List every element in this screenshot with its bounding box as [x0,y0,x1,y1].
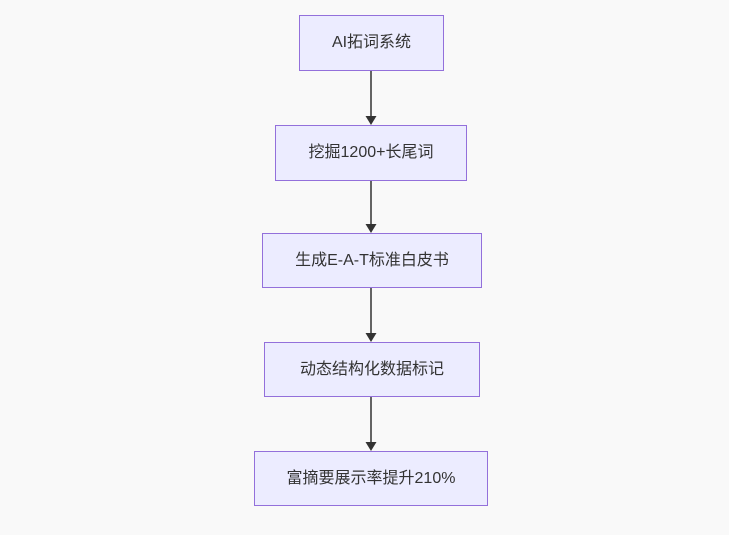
flow-node-eat-whitepaper: 生成E-A-T标准白皮书 [262,233,482,288]
flow-node-label: AI拓词系统 [331,34,412,52]
edge-arrow-a-b [365,71,377,125]
flow-node-structured-data-markup: 动态结构化数据标记 [264,342,480,397]
edge-arrow-d-e [365,397,377,451]
flow-node-label: 生成E-A-T标准白皮书 [295,251,449,269]
edge-arrow-b-c [365,181,377,233]
flow-node-label: 挖掘1200+长尾词 [308,144,434,162]
flow-node-ai-keyword-system: AI拓词系统 [299,15,444,71]
flow-node-rich-snippet-result: 富摘要展示率提升210% [254,451,488,506]
flow-node-longtail-mining: 挖掘1200+长尾词 [275,125,467,181]
flow-node-label: 富摘要展示率提升210% [286,469,456,487]
flow-node-label: 动态结构化数据标记 [299,360,444,378]
edge-arrow-c-d [365,288,377,342]
